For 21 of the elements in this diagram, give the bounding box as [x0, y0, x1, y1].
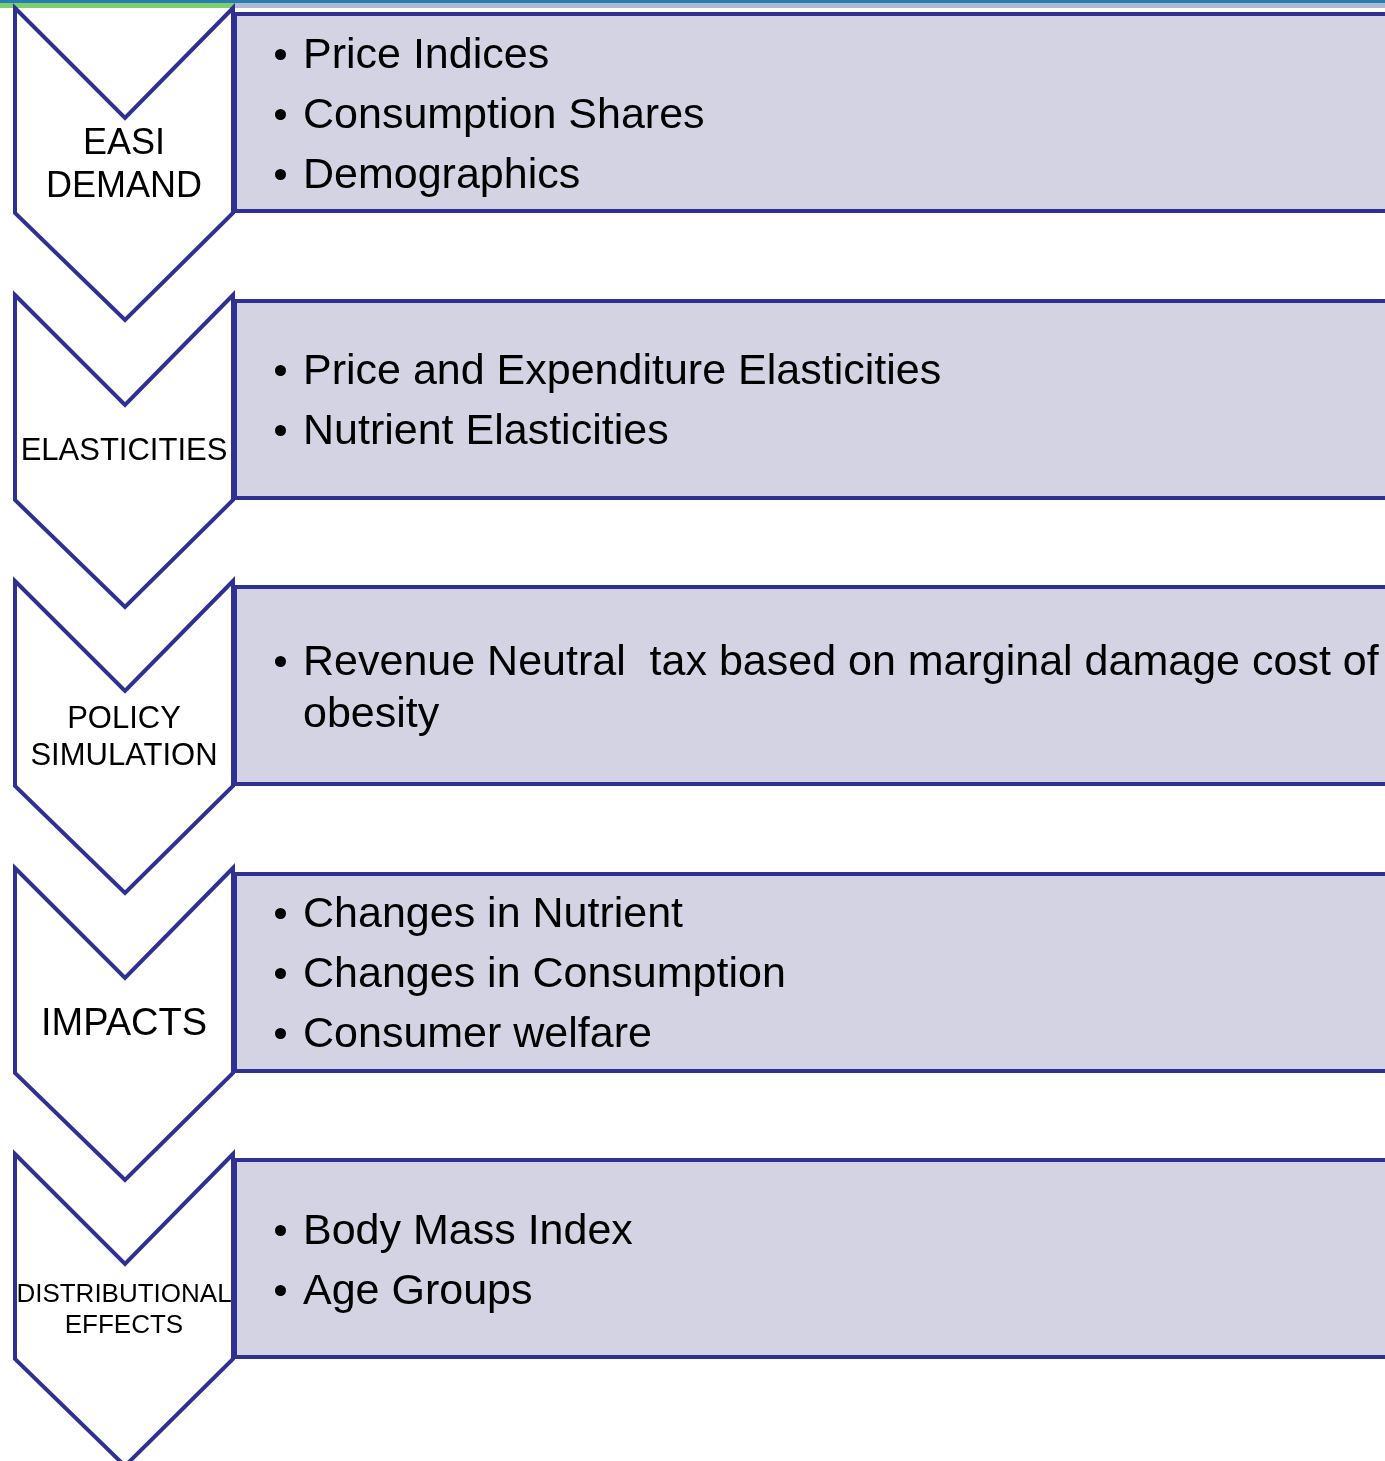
- bullet-item: Changes in Consumption: [273, 942, 1383, 1002]
- content-box: [233, 871, 1385, 1073]
- content-box: [233, 12, 1385, 213]
- content-box: [233, 298, 1385, 500]
- bullet-item: Age Groups: [273, 1258, 1383, 1319]
- bullet-item: Price and Expenditure Elasticities: [273, 339, 1383, 399]
- bullet-item: Consumer welfare: [273, 1002, 1383, 1062]
- bullet-item: Consumption Shares: [273, 82, 1383, 143]
- bullet-item: Price Indices: [273, 22, 1383, 83]
- bullet-item: Nutrient Elasticities: [273, 399, 1383, 459]
- bullet-item: Demographics: [273, 142, 1383, 203]
- content-box: [233, 585, 1385, 786]
- step-label: IMPACTS: [40, 999, 208, 1045]
- step-label: ELASTICITIES: [20, 430, 228, 469]
- bullet-item: Body Mass Index: [273, 1198, 1383, 1259]
- content-box: [233, 1158, 1385, 1359]
- bullet-item: Revenue Neutral tax based on marginal damage cost of obesity: [273, 633, 1383, 738]
- step-label: EASI DEMAND: [45, 119, 203, 207]
- step-label: POLICY SIMULATION: [29, 698, 219, 774]
- step-label: DISTRIBUTIONAL EFFECTS: [15, 1277, 233, 1341]
- bullet-item: Changes in Nutrient: [273, 882, 1383, 942]
